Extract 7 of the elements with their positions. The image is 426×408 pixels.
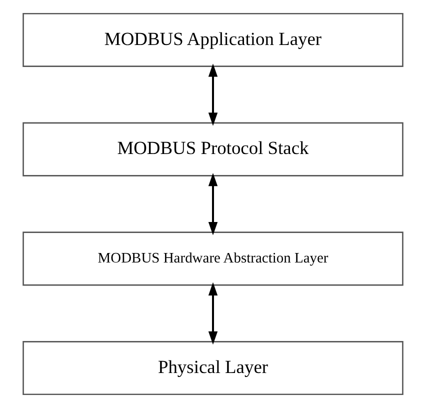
node-box: MODBUS Application Layer (22, 12, 404, 67)
arrow (208, 172, 218, 236)
node-box: MODBUS Protocol Stack (22, 122, 404, 176)
arrow (208, 64, 218, 126)
node-box: Physical Layer (22, 341, 404, 396)
node-box: MODBUS Hardware Abstraction Layer (22, 232, 404, 286)
arrow (208, 282, 218, 345)
